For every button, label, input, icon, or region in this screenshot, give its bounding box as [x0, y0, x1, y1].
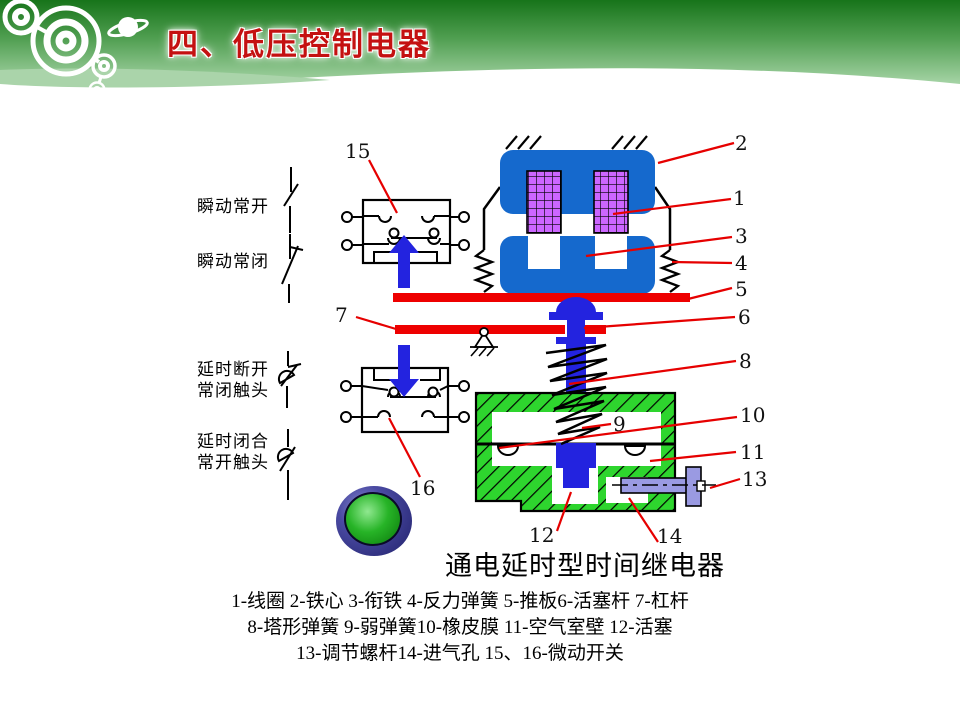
reaction-spring-left	[472, 249, 496, 293]
push-plate	[393, 293, 690, 302]
callout-8: 8	[739, 349, 752, 373]
legend-line-1: 1-线圈 2-铁心 3-衔铁 4-反力弹簧 5-推板6-活塞杆 7-杠杆	[231, 591, 689, 612]
callout-7: 7	[335, 303, 348, 327]
reaction-spring-right	[658, 249, 682, 293]
figure-caption: 通电延时型时间继电器	[445, 551, 725, 581]
tower-spring	[545, 343, 608, 446]
header-light-crescent	[0, 68, 330, 88]
callout-14: 14	[657, 524, 683, 548]
header-banner: 四、低压控制电器	[0, 0, 960, 100]
header-art	[0, 0, 960, 99]
piston	[556, 443, 596, 488]
pushbutton-illustration	[336, 486, 412, 556]
contact-symbol-instant-nc	[281, 234, 304, 303]
legend-line-2: 8-塔形弹簧 9-弱弹簧10-橡皮膜 11-空气室壁 12-活塞	[247, 617, 673, 638]
callout-11: 11	[740, 440, 766, 464]
header-green-wave	[0, 0, 960, 84]
callout-16: 16	[410, 476, 436, 500]
callout-3: 3	[735, 224, 748, 248]
lever-pivot	[470, 327, 498, 357]
fixed-support-hatching	[505, 135, 648, 150]
label-delay-close-no: 延时闭合 常开触头	[197, 432, 269, 472]
legend-line-3: 13-调节螺杆14-进气孔 15、16-微动开关	[296, 643, 624, 664]
pushbutton-cap	[344, 492, 402, 546]
contact-symbol-delay-open-nc	[277, 351, 302, 408]
callout-1: 1	[733, 186, 746, 210]
callout-4: 4	[735, 251, 748, 275]
callout-10: 10	[740, 403, 766, 427]
saturn-icon	[107, 17, 149, 38]
slide-title: 四、低压控制电器	[167, 27, 431, 62]
callout-9: 9	[613, 412, 626, 436]
parts-legend: 1-线圈 2-铁心 3-衔铁 4-反力弹簧 5-推板6-活塞杆 7-杠杆 8-塔…	[120, 589, 800, 667]
callout-15: 15	[345, 139, 371, 163]
micro-switch-16	[340, 345, 470, 434]
micro-switch-15	[341, 198, 470, 288]
iron-core	[500, 150, 655, 214]
callout-13: 13	[742, 467, 768, 491]
spring-hanger-links	[482, 186, 672, 250]
label-instant-no: 瞬动常开	[197, 197, 269, 216]
adjust-screw	[612, 466, 716, 507]
callout-5: 5	[735, 277, 748, 301]
callout-6: 6	[738, 305, 751, 329]
callout-2: 2	[735, 131, 748, 155]
contact-symbol-instant-no	[283, 167, 299, 233]
circles-decoration-icon	[2, 0, 117, 99]
label-instant-nc: 瞬动常闭	[197, 252, 269, 271]
label-delay-open-nc: 延时断开 常闭触头	[197, 360, 269, 400]
leader-lines	[355, 141, 741, 543]
coil-left	[526, 170, 562, 234]
lever-right	[585, 325, 606, 334]
contact-symbol-delay-close-no	[276, 429, 296, 500]
coil-right	[593, 170, 629, 234]
up-arrow-icon	[389, 235, 419, 288]
callout-12: 12	[529, 523, 555, 547]
armature	[500, 236, 655, 294]
